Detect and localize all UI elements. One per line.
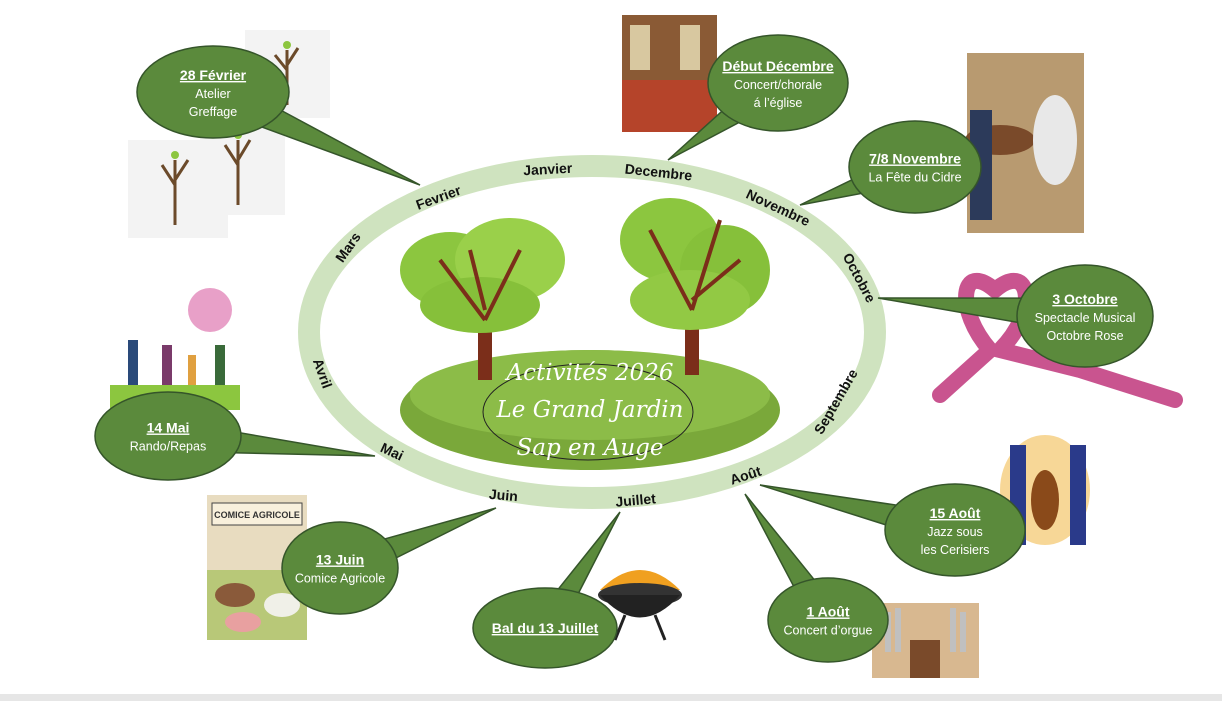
choir-image	[622, 15, 717, 132]
event-description: Atelier	[195, 87, 230, 101]
bubble-fill	[1018, 266, 1152, 366]
month-juin: Juin	[488, 486, 518, 504]
event-date: 14 Mai	[147, 420, 190, 436]
bubble-fill	[709, 36, 847, 130]
event-date: 7/8 Novembre	[869, 151, 961, 167]
comice-sign-text: COMICE AGRICOLE	[214, 510, 300, 520]
event-description: Rando/Repas	[130, 440, 206, 454]
event-date: 28 Février	[180, 67, 247, 83]
event-description: Jazz sous	[927, 525, 983, 539]
event-date: Début Décembre	[722, 58, 833, 74]
month-decembre: Decembre	[624, 161, 693, 184]
title-line-3: Sap en Auge	[517, 435, 664, 461]
bubble-fill	[850, 122, 980, 212]
bottom-bar	[0, 694, 1222, 701]
bubble-fill	[474, 589, 616, 667]
barbecue-image	[598, 570, 682, 641]
title-line-1: Activités 2026	[505, 360, 674, 386]
bubble-fill	[886, 485, 1024, 575]
event-date: 1 Août	[806, 604, 849, 620]
month-janvier: Janvier	[523, 160, 573, 179]
cider-press-image	[965, 53, 1084, 233]
event-description: Comice Agricole	[295, 572, 385, 586]
event-description: Spectacle Musical	[1035, 311, 1136, 325]
garden-illustration	[400, 198, 780, 470]
month-juillet: Juillet	[615, 490, 657, 509]
event-7-8-novembre-bubble: 7/8 Novembre La Fête du Cidre	[799, 120, 982, 214]
event-description: Octobre Rose	[1046, 329, 1123, 343]
event-description: Concert/chorale	[734, 78, 822, 92]
bubble-fill	[96, 393, 240, 479]
event-bal-13-juillet-bubble: Bal du 13 Juillet	[472, 511, 621, 669]
event-description: Greffage	[189, 105, 237, 119]
event-date: 13 Juin	[316, 552, 364, 568]
event-description: La Fête du Cidre	[868, 171, 961, 185]
event-date: Bal du 13 Juillet	[492, 620, 599, 636]
organ-image	[872, 603, 979, 678]
title-line-2: Le Grand Jardin	[496, 397, 684, 423]
bubble-fill	[283, 523, 397, 613]
month-ring	[298, 155, 886, 509]
bubble-fill	[138, 47, 288, 137]
event-description: Concert d’orgue	[784, 624, 873, 638]
event-date: 3 Octobre	[1052, 291, 1118, 307]
event-date: 15 Août	[930, 505, 981, 521]
event-description: á l’église	[754, 96, 803, 110]
event-description: les Cerisiers	[921, 543, 990, 557]
bubble-fill	[769, 579, 887, 661]
